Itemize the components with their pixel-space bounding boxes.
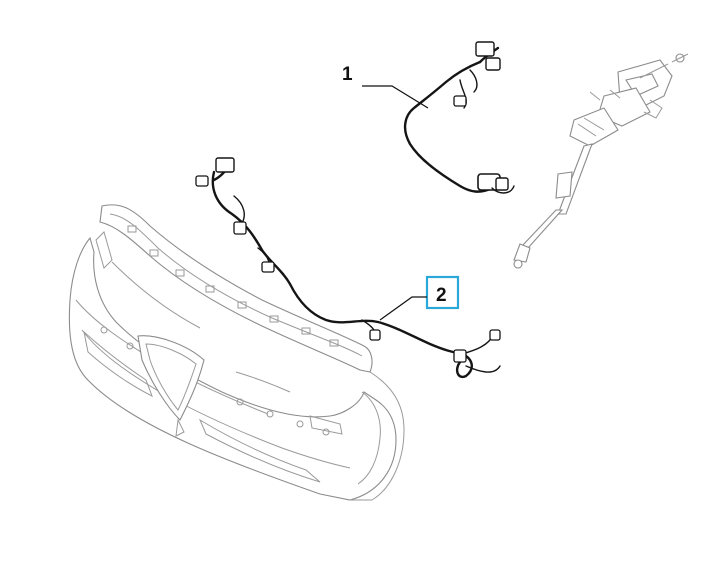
callout-2-box — [425, 275, 460, 310]
callout-2-label: 2 — [436, 285, 447, 306]
steering-column — [513, 53, 689, 269]
wiring-harness-2 — [195, 157, 501, 379]
front-bumper — [68, 204, 405, 501]
callout-1: 1 — [342, 64, 429, 109]
wiring-harness-1 — [403, 41, 515, 194]
callout-1-label: 1 — [342, 64, 353, 85]
bumper-clip-holes — [100, 225, 339, 436]
shield-grille — [137, 335, 205, 437]
callout-2: 2 — [379, 275, 460, 321]
